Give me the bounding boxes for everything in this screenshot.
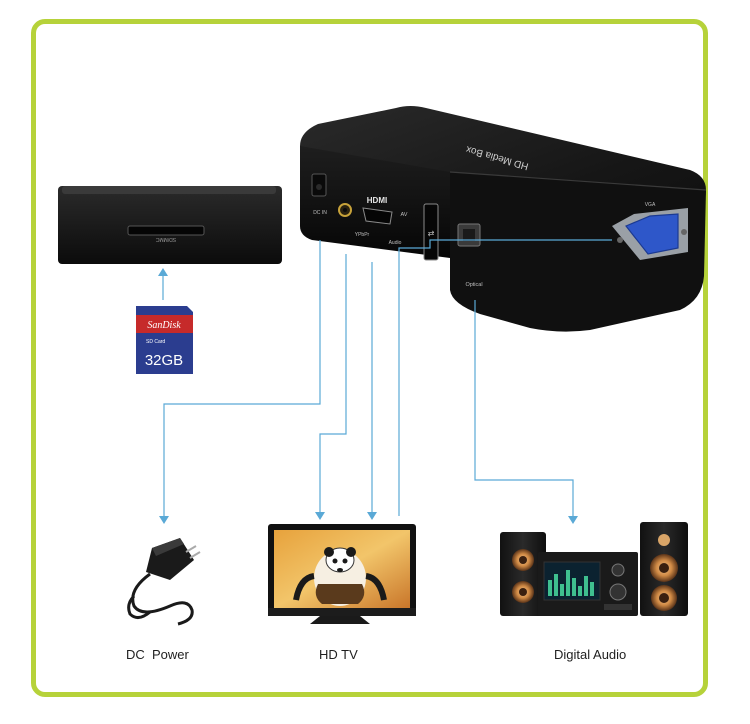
dc-power-adapter-icon (127, 538, 201, 626)
port-label-audio: Audio (389, 240, 402, 246)
connector-lines (162, 239, 612, 520)
sd-card-type: SD Card (146, 339, 165, 345)
port-label-optical: Optical (465, 282, 482, 288)
outer-frame (31, 19, 708, 697)
sd-card-slot[interactable] (127, 225, 205, 236)
digital-audio-system-icon (500, 522, 688, 616)
sd-card: SanDisk SD Card 32GB (136, 306, 193, 374)
port-label-vga: VGA (645, 202, 656, 208)
card-slot-label: SD/MMC (155, 236, 176, 242)
usb-icon: ⇄ (428, 229, 435, 238)
vga-port[interactable] (612, 208, 688, 260)
port-label-ypbpr: YPbPr (355, 232, 370, 238)
caption-dc-power: DC Power (126, 647, 189, 662)
caption-hd-tv: HD TV (319, 647, 358, 662)
hd-tv-icon (268, 524, 416, 624)
arrow-dc-power (159, 516, 169, 524)
connector-tv-vga (398, 239, 612, 516)
sd-card-brand: SanDisk (147, 320, 181, 331)
connector-audio (474, 300, 574, 520)
port-label-dc-in: DC IN (313, 210, 327, 216)
arrow-tv-hdmi (367, 512, 377, 520)
usb-port[interactable] (423, 203, 439, 261)
card-reader-device: SD/MMC (58, 186, 282, 264)
port-label-hdmi: HDMI (367, 196, 387, 205)
arrow-tv-av (315, 512, 325, 520)
media-box: HD Media Box DC IN YPbPr HDMI AV Audio ⇄… (300, 106, 707, 332)
connector-tv-av (319, 254, 347, 516)
port-label-av: AV (401, 212, 408, 218)
hdmi-port[interactable] (362, 207, 393, 225)
sd-card-capacity: 32GB (145, 352, 183, 369)
arrow-audio (568, 516, 578, 524)
caption-digital-audio: Digital Audio (554, 647, 627, 662)
connector-dc-power (163, 240, 321, 520)
arrow-sd-card (158, 268, 168, 276)
connector-arrows (158, 268, 578, 524)
